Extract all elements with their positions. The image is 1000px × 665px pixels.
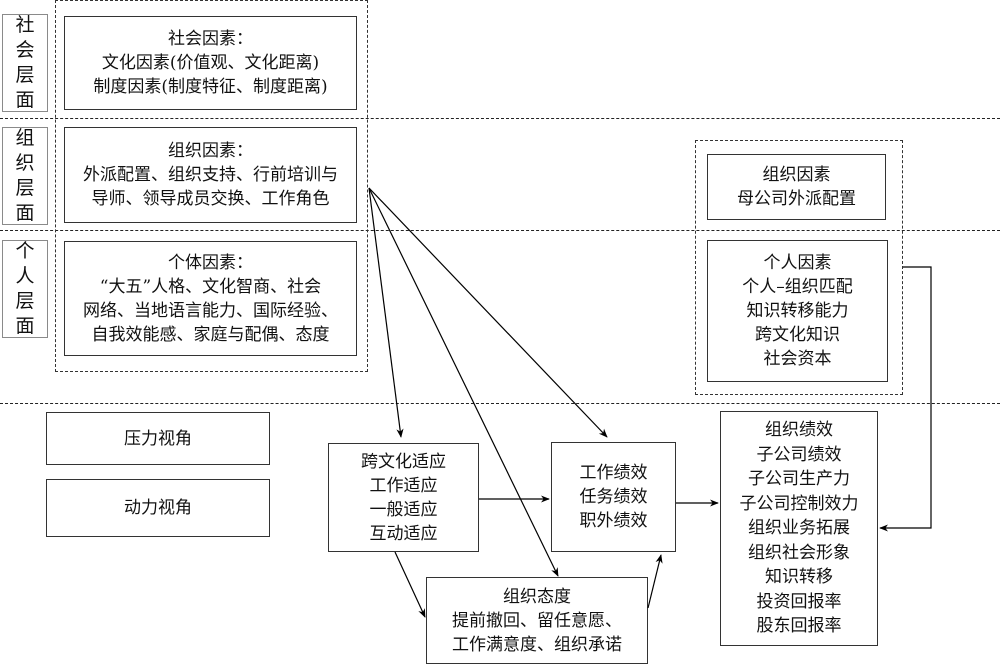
job-performance-box: 工作绩效 任务绩效 职外绩效 (551, 442, 676, 552)
level-char: 层 (15, 64, 35, 86)
org-performance-box: 组织绩效 子公司绩效 子公司生产力 子公司控制效力 组织业务拓展 组织社会形象 … (720, 411, 878, 646)
box-line: 社会资本 (763, 349, 832, 369)
box-line: 工作适应 (369, 475, 438, 496)
box-line: 工作绩效 (579, 463, 648, 483)
box-line: 组织社会形象 (748, 542, 850, 563)
box-line: 母公司外派配置 (737, 189, 856, 209)
box-line: 子公司生产力 (748, 469, 850, 490)
box-line: 导师、领导成员交换、工作角色 (91, 189, 330, 209)
box-line: 互动适应 (369, 523, 438, 544)
separator-social-org (0, 118, 1000, 119)
box-title: 社会因素： (168, 29, 253, 49)
right-org-factors-box: 组织因素 母公司外派配置 (707, 154, 886, 220)
box-line: 跨文化知识 (755, 325, 840, 345)
arrow-antecedents-to-adjustment (368, 187, 404, 438)
separator-antecedents-outcomes (0, 403, 1000, 404)
level-char: 织 (15, 152, 35, 174)
box-title: 组织因素： (168, 141, 253, 161)
box-line: 知识转移能力 (746, 301, 849, 321)
box-line: 外派配置、组织支持、行前培训与 (83, 165, 338, 185)
box-line: 投资回报率 (756, 591, 842, 612)
level-char: 社 (15, 14, 35, 36)
box-line: 知识转移 (765, 567, 833, 588)
box-line: 动力视角 (124, 498, 192, 518)
motivation-perspective-box: 动力视角 (46, 479, 270, 537)
arrow-adjustment-to-org-attitude (394, 551, 426, 618)
box-title: 组织因素 (762, 165, 831, 185)
level-char: 层 (15, 177, 35, 199)
box-line: 一般适应 (369, 499, 438, 520)
box-line: 组织绩效 (765, 420, 833, 441)
level-char: 面 (15, 315, 35, 337)
level-char: 会 (15, 39, 35, 61)
box-line: 股东回报率 (756, 616, 842, 637)
level-char: 面 (15, 202, 35, 224)
arrow-org-attitude-to-job-performance (647, 554, 663, 609)
box-line: 职外绩效 (579, 511, 648, 531)
box-line: 个人–组织匹配 (742, 277, 853, 297)
box-line: 压力视角 (124, 428, 192, 449)
box-line: 工作满意度、组织承诺 (452, 634, 622, 655)
arrow-antecedents-to-job-performance (368, 187, 608, 438)
box-line: 子公司控制效力 (739, 493, 859, 514)
level-individual: 个 人 层 面 (2, 240, 48, 338)
antecedents-container (55, 0, 368, 372)
org-factors-box: 组织因素： 外派配置、组织支持、行前培训与 导师、领导成员交换、工作角色 (64, 127, 357, 223)
level-char: 个 (15, 240, 35, 262)
box-line: 组织业务拓展 (748, 518, 850, 539)
stress-perspective-box: 压力视角 (46, 412, 270, 465)
box-line: 提前撤回、留任意愿、 (452, 610, 622, 631)
box-line: 跨文化适应 (361, 451, 446, 472)
adjustment-box: 跨文化适应 工作适应 一般适应 互动适应 (328, 443, 479, 552)
box-line: “大五”人格、文化智商、社会 (99, 276, 322, 297)
box-line: 文化因素(价值观、文化距离) (101, 53, 320, 73)
right-individual-factors-box: 个人因素 个人–组织匹配 知识转移能力 跨文化知识 社会资本 (707, 240, 888, 382)
box-line: 自我效能感、家庭与配偶、态度 (91, 324, 330, 345)
social-factors-box: 社会因素： 文化因素(价值观、文化距离) 制度因素(制度特征、制度距离) (64, 16, 357, 110)
individual-factors-box: 个体因素： “大五”人格、文化智商、社会 网络、当地语言能力、国际经验、 自我效… (64, 241, 357, 356)
box-line: 网络、当地语言能力、国际经验、 (83, 300, 338, 321)
box-title: 个人因素 (763, 253, 832, 273)
level-char: 人 (15, 265, 35, 287)
level-social: 社 会 层 面 (2, 14, 48, 112)
box-line: 任务绩效 (579, 487, 648, 507)
level-char: 面 (15, 89, 35, 111)
box-line: 制度因素(制度特征、制度距离) (93, 77, 328, 97)
org-attitude-box: 组织态度 提前撤回、留任意愿、 工作满意度、组织承诺 (426, 577, 648, 664)
level-char: 层 (15, 290, 35, 312)
box-title: 组织态度 (503, 586, 571, 607)
level-char: 组 (15, 127, 35, 149)
box-line: 子公司绩效 (756, 444, 842, 465)
level-organizational: 组 织 层 面 (2, 127, 48, 225)
box-title: 个体因素： (168, 252, 253, 273)
